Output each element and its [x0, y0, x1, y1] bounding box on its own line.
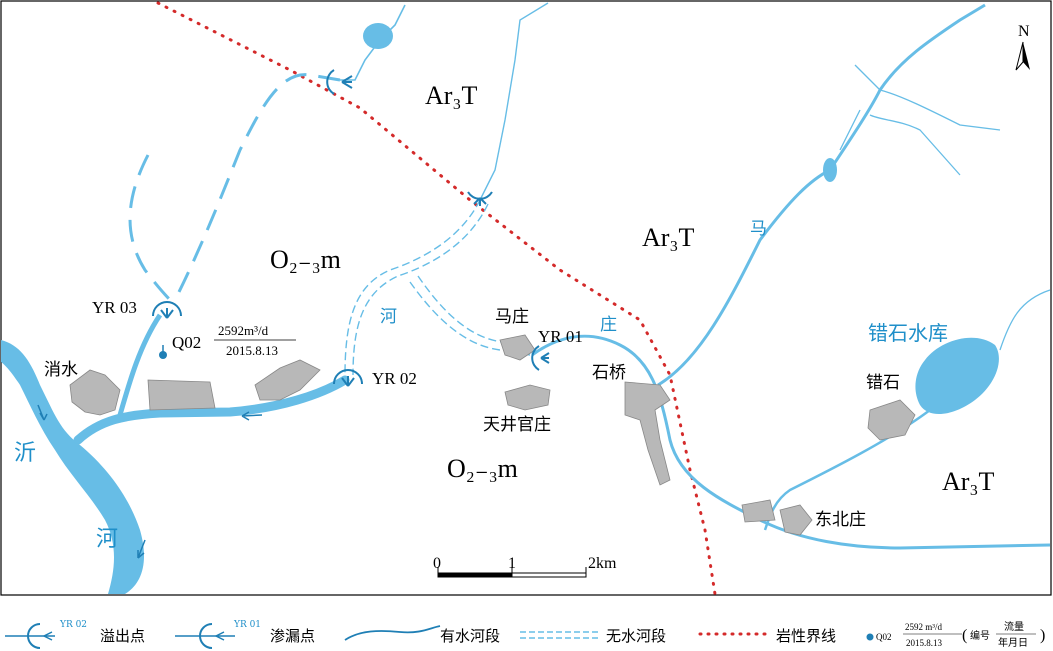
- legend-q-key-top: 流量: [1004, 620, 1024, 633]
- legend-q-flow: 2592 m³/d: [905, 622, 942, 632]
- dry-river-3b: [352, 203, 489, 376]
- dry-river-2: [128, 154, 177, 307]
- overflow-point-yr03: [152, 301, 182, 319]
- place-dongbeizhuang: 东北庄: [815, 510, 866, 530]
- tributary-yr03: [117, 313, 163, 416]
- place-xiaoshui: 消水: [44, 360, 78, 380]
- place-cuoshi: 错石: [866, 373, 900, 393]
- label-yr02: YR 02: [372, 369, 417, 388]
- villages: [69, 334, 916, 536]
- yi-river: [1, 340, 145, 594]
- scale-tick-0: 0: [433, 555, 441, 572]
- overflow-point-yr02: [333, 369, 363, 387]
- legend-boundary-label: 岩性界线: [776, 627, 836, 645]
- unit-o23m-lower: O₂₋₃m: [447, 454, 518, 483]
- scale-tick-2: 2km: [588, 555, 617, 572]
- ma-branch-4: [839, 109, 861, 151]
- legend-water-label: 有水河段: [440, 627, 500, 645]
- village-mazhuang: [499, 334, 536, 361]
- unit-ar3t-upper: Ar₃T: [425, 81, 477, 110]
- ma-branch-1: [854, 64, 881, 91]
- cuoshi-reservoir: [915, 337, 999, 415]
- zhuang-river: [531, 334, 1051, 550]
- river-zhuang: 庄: [600, 315, 617, 335]
- legend-overflow-code: YR 02: [59, 620, 87, 630]
- legend-overflow-label: 溢出点: [100, 627, 145, 645]
- reservoir-inflow: [999, 289, 1051, 351]
- label-yr01: YR 01: [538, 327, 583, 346]
- legend-seep-label: 渗漏点: [270, 627, 315, 645]
- svg-text:N: N: [1018, 23, 1030, 40]
- legend-overflow-symbol: [27, 623, 41, 649]
- flow-arrow-3: [241, 411, 263, 421]
- scale-bar: 0 1 2km: [433, 555, 617, 578]
- seep-point-middle: [467, 191, 493, 206]
- unit-ar3t-middle: Ar₃T: [642, 223, 694, 252]
- river-yi-2: 河: [96, 527, 118, 552]
- unit-ar3t-right: Ar₃T: [942, 467, 994, 496]
- north-arrow: N: [1015, 23, 1030, 71]
- village-cuoshi: [867, 399, 916, 441]
- legend-q-key-bottom: 年月日: [998, 636, 1028, 649]
- upper-stream: [340, 4, 406, 81]
- village-shiqiao: [624, 381, 671, 486]
- place-mazhuang: 马庄: [495, 307, 529, 327]
- upper-stream-2: [479, 2, 549, 201]
- legend-q-date: 2015.8.13: [906, 638, 943, 648]
- village-xiaoshui-2: [147, 379, 216, 411]
- legend-seep-code: YR 01: [233, 620, 261, 630]
- ma-branch-3: [869, 114, 961, 176]
- place-reservoir: 错石水库: [868, 321, 948, 345]
- label-yr03: YR 03: [92, 298, 137, 317]
- legend-q-key-left: 编号: [970, 629, 990, 642]
- dry-river-4a: [409, 281, 531, 356]
- svg-text:): ): [1040, 627, 1045, 644]
- ma-branch-2: [879, 89, 1001, 131]
- dry-river-4b: [417, 275, 531, 347]
- village-xiaoshui: [69, 369, 121, 416]
- legend-q-dot: [866, 633, 874, 641]
- river-ma: 马: [750, 219, 767, 239]
- dry-river-1: [173, 73, 341, 301]
- upper-pond: [363, 23, 393, 49]
- label-q02-flow: 2592m³/d: [218, 323, 269, 338]
- legend-dry-label: 无水河段: [606, 627, 666, 645]
- flow-arrow-2: [137, 539, 146, 559]
- seep-point-top: [326, 69, 353, 95]
- dry-river-3a: [344, 199, 481, 376]
- village-dongbeizhuang-1: [741, 499, 776, 523]
- river-yi-1: 沂: [14, 441, 36, 466]
- label-q02: Q02: [172, 333, 201, 352]
- legend-seep-symbol: [199, 623, 213, 649]
- scale-tick-1: 1: [508, 555, 516, 572]
- legend-dry-symbol: [520, 631, 600, 639]
- ma-pond: [823, 158, 837, 182]
- unit-o23m-upper: O₂₋₃m: [270, 245, 341, 274]
- tributary-main: [73, 375, 350, 445]
- svg-text:(: (: [962, 627, 967, 644]
- river-he-mid: 河: [380, 307, 397, 327]
- village-tianjing: [504, 384, 551, 411]
- place-shiqiao: 石桥: [592, 363, 626, 383]
- map-frame: [0, 0, 1052, 596]
- flow-arrow-1: [37, 404, 48, 421]
- village-dongbeizhuang-2: [779, 504, 813, 536]
- label-q02-date: 2015.8.13: [226, 343, 278, 358]
- lithologic-boundary: [156, 1, 717, 596]
- place-tianjingguanzhuang: 天井官庄: [483, 415, 551, 435]
- legend-water-symbol: [344, 625, 441, 641]
- legend-q-id: Q02: [876, 632, 892, 642]
- village-mid: [254, 359, 321, 401]
- seep-point-yr01: [531, 345, 550, 371]
- legend: YR 02 溢出点 YR 01 渗漏点 有水河段 无水河段 岩性界线 Q02 2…: [5, 620, 1045, 649]
